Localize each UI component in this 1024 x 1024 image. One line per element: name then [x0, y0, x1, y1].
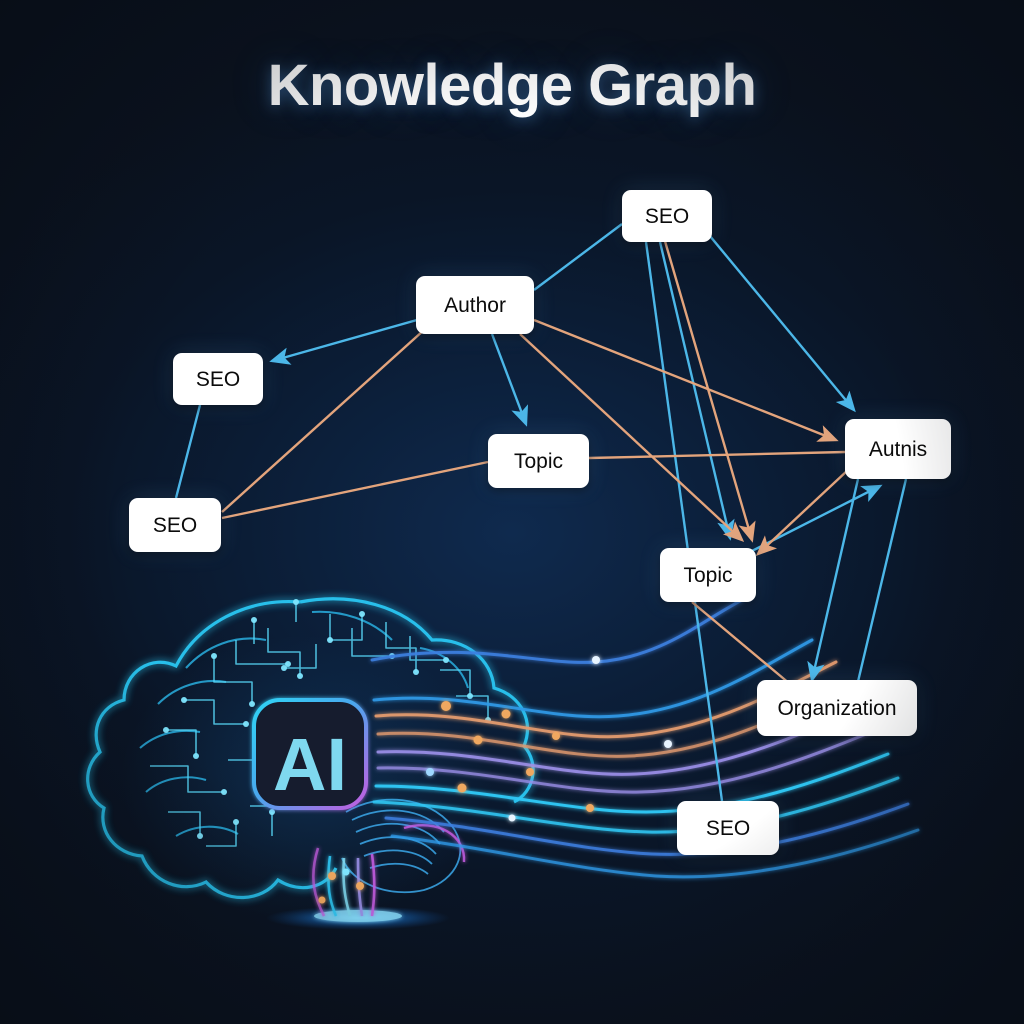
- knowledge-graph-canvas: AI: [0, 0, 1024, 1024]
- vignette-overlay: [0, 0, 1024, 1024]
